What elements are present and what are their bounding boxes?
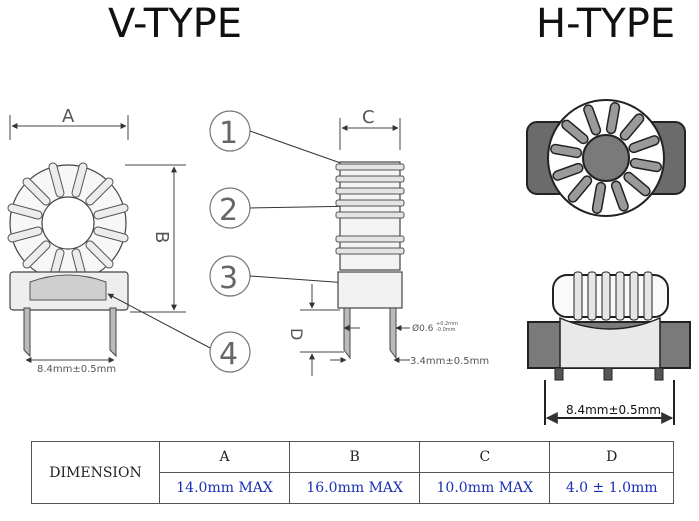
h-top-winding-turn bbox=[583, 104, 602, 136]
h-side-winding-band bbox=[615, 271, 625, 321]
h-top-winding-turn bbox=[610, 180, 629, 212]
h-side-pin-mid bbox=[603, 367, 613, 381]
v-side-winding-band bbox=[335, 235, 405, 243]
side-pitch-label: 3.4mm±0.5mm bbox=[410, 356, 489, 367]
v-front-pin-left bbox=[23, 307, 31, 358]
h-top-winding-turn bbox=[591, 181, 607, 214]
h-top-winding-turn bbox=[623, 171, 651, 197]
h-top-winding-turn bbox=[567, 175, 593, 203]
h-side-winding-band bbox=[643, 271, 653, 321]
table-value-row: 14.0mm MAX 16.0mm MAX 10.0mm MAX 4.0 ± 1… bbox=[32, 472, 674, 504]
v-front-winding-turn bbox=[93, 203, 129, 220]
h-top-winding-turn bbox=[605, 102, 621, 135]
pin-diameter-tol-minus: -0.0mm bbox=[436, 327, 456, 333]
v-type-title: V-TYPE bbox=[108, 1, 243, 47]
v-side-base bbox=[337, 271, 403, 309]
h-side-pin-right bbox=[654, 367, 664, 381]
h-side-winding-band bbox=[629, 271, 639, 321]
h-top-winding-turn bbox=[628, 135, 660, 154]
h-side-winding-band bbox=[587, 271, 597, 321]
h-type-title: H-TYPE bbox=[536, 1, 676, 47]
v-front-toroid-inner bbox=[41, 196, 95, 250]
value-b: 16.0mm MAX bbox=[289, 472, 421, 504]
h-side-winding-band bbox=[573, 271, 583, 321]
v-front-base-cup bbox=[29, 274, 107, 301]
v-front-winding-turn bbox=[71, 162, 88, 198]
v-front-winding-turn bbox=[85, 240, 114, 269]
v-side-winding-band bbox=[335, 211, 405, 219]
v-side-pin-right bbox=[389, 307, 397, 360]
dimension-c-label: C bbox=[362, 107, 375, 128]
column-header-a: A bbox=[158, 441, 291, 473]
h-side-pin-left bbox=[554, 367, 564, 381]
h-top-windings bbox=[550, 102, 662, 214]
v-front-winding-turn bbox=[22, 177, 51, 206]
h-top-winding-turn bbox=[561, 119, 589, 145]
v-front-winding-turn bbox=[48, 162, 65, 198]
column-header-d: D bbox=[549, 441, 674, 473]
v-side-windings bbox=[335, 163, 405, 255]
callout-circles: 1 2 3 4 bbox=[209, 110, 367, 373]
callout-2-label: 2 bbox=[219, 193, 238, 228]
dimension-table: DIMENSION A B C D 14.0mm MAX 16.0mm MAX … bbox=[31, 441, 674, 504]
v-front-winding-turn bbox=[22, 240, 51, 269]
v-front-winding-turn bbox=[93, 226, 129, 243]
column-header-c: C bbox=[419, 441, 551, 473]
value-a: 14.0mm MAX bbox=[158, 472, 291, 504]
h-side-cup bbox=[559, 316, 661, 369]
v-side-winding-band bbox=[335, 199, 405, 207]
h-top-winding-turn bbox=[619, 113, 645, 141]
h-pitch-label: 8.4mm±0.5mm bbox=[566, 403, 661, 417]
callout-4-leader bbox=[107, 293, 215, 351]
callout-3-label: 3 bbox=[219, 261, 238, 296]
callout-1-label: 1 bbox=[219, 116, 238, 151]
v-side-winding-band bbox=[335, 175, 405, 183]
v-front-winding-turn bbox=[7, 226, 43, 243]
h-type-side-view: 8.4mm±0.5mm bbox=[527, 271, 691, 425]
value-c: 10.0mm MAX bbox=[419, 472, 551, 504]
h-top-winding-turn bbox=[629, 157, 662, 173]
v-side-winding-band bbox=[335, 163, 405, 171]
h-type-top-view bbox=[526, 99, 686, 217]
callout-4-label: 4 bbox=[219, 337, 238, 372]
v-side-winding-band bbox=[335, 187, 405, 195]
column-header-b: B bbox=[289, 441, 421, 473]
value-d: 4.0 ± 1.0mm bbox=[549, 472, 674, 504]
pin-diameter-label: Ø0.6 bbox=[412, 323, 434, 334]
dimension-b-label: B bbox=[151, 231, 172, 243]
v-side-winding-band bbox=[335, 247, 405, 255]
v-type-front-view: A B 8.4mm±0.5mm bbox=[7, 106, 215, 375]
h-side-winding-band bbox=[601, 271, 611, 321]
h-top-winding-turn bbox=[552, 162, 584, 181]
dimension-row-label: DIMENSION bbox=[31, 441, 160, 504]
dimension-a-label: A bbox=[62, 106, 75, 127]
table-header-row: DIMENSION A B C D bbox=[31, 441, 674, 504]
v-side-pin-left bbox=[343, 307, 351, 360]
dimension-d-label: D bbox=[287, 328, 306, 340]
v-pitch-label: 8.4mm±0.5mm bbox=[37, 364, 116, 375]
h-top-winding-turn bbox=[550, 143, 583, 159]
h-top-toroid-inner bbox=[582, 134, 630, 182]
v-type-side-view: C D Ø0.6 +0.2mm -0.0mm 3.4mm±0.5mm bbox=[287, 107, 489, 376]
v-front-winding-turn bbox=[7, 203, 43, 220]
v-front-pin-right bbox=[109, 307, 117, 358]
h-side-windings bbox=[573, 271, 653, 321]
callout-4-circle bbox=[209, 331, 251, 373]
pin-diameter-tol-plus: +0.2mm bbox=[436, 321, 458, 327]
v-front-winding-turn bbox=[85, 177, 114, 206]
